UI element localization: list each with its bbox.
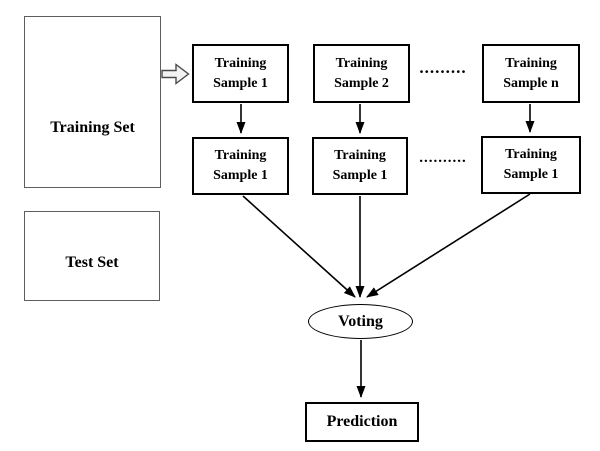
training-sample-1-box: Training Sample 1 xyxy=(192,44,289,103)
training-sample-2-box: Training Sample 2 xyxy=(313,44,410,103)
training-sample-1-label: Training Sample 1 xyxy=(213,55,268,91)
block-arrow-training-set-to-sample1 xyxy=(161,63,190,85)
prediction-box: Prediction xyxy=(305,402,419,442)
arrow-base3-to-voting xyxy=(366,193,531,298)
voting-ellipse: Voting xyxy=(308,304,413,339)
base-sample-3-label: Training Sample 1 xyxy=(503,147,559,182)
training-sample-n-box: Training Sample n xyxy=(482,44,580,103)
prediction-label: Prediction xyxy=(326,413,398,430)
test-set-label: Test Set xyxy=(65,254,119,271)
test-set-box: Test Set xyxy=(24,211,160,301)
training-set-box: Training Set xyxy=(24,16,161,188)
base-sample-1-label: Training Sample 1 xyxy=(213,148,268,183)
base-sample-2-box: Training Sample 1 xyxy=(312,137,408,195)
base-sample-1-box: Training Sample 1 xyxy=(192,137,289,195)
arrow-base1-to-voting xyxy=(242,195,356,298)
voting-label: Voting xyxy=(338,312,383,330)
base-sample-2-label: Training Sample 1 xyxy=(332,148,388,183)
ellipsis-dots-middle: .......... xyxy=(419,150,467,166)
training-set-label: Training Set xyxy=(50,119,135,136)
training-sample-n-label: Training Sample n xyxy=(503,55,559,91)
training-sample-2-label: Training Sample 2 xyxy=(334,55,389,91)
ellipsis-dots-top: ......... xyxy=(419,58,467,77)
base-sample-3-box: Training Sample 1 xyxy=(481,136,581,194)
